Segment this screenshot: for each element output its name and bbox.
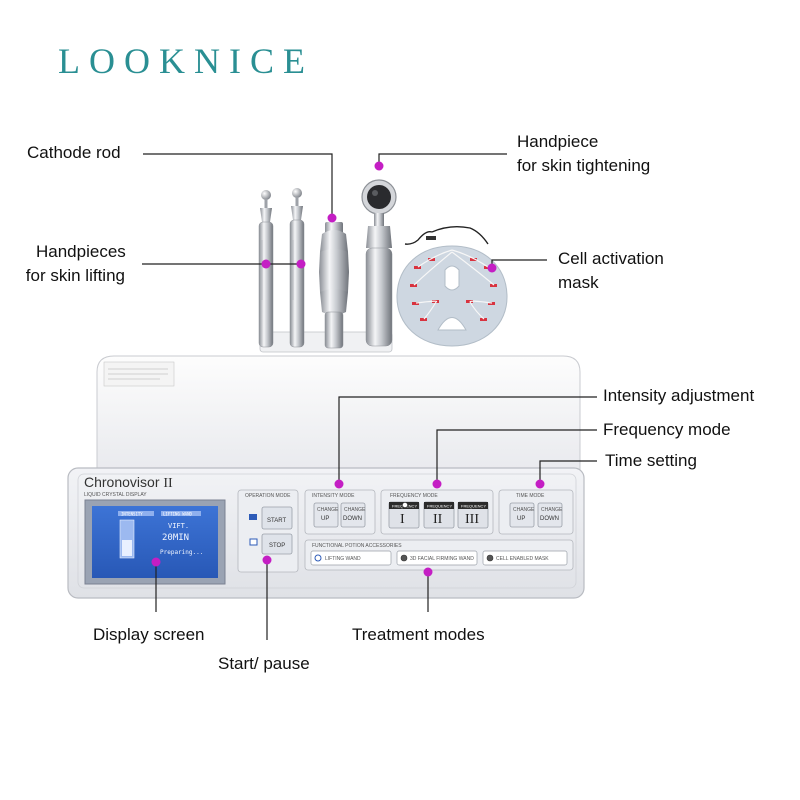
svg-text:START: START (267, 518, 286, 524)
tightening-handpiece (361, 179, 397, 347)
svg-text:FREQUENCY: FREQUENCY (427, 504, 452, 509)
accessory-lifting-wand[interactable]: LIFTING WAND (310, 550, 392, 566)
panel-operation-title: OPERATION MODE (245, 493, 291, 499)
marker-time (535, 479, 545, 489)
callout-markers (151, 161, 545, 577)
callout-lines (142, 153, 597, 640)
lifting-wand-right (289, 188, 305, 348)
lcd-time-text: 20MIN (162, 533, 189, 543)
time-up-button[interactable]: CHANGE UP (509, 502, 535, 528)
label-time-setting: Time setting (605, 451, 697, 470)
svg-text:STOP: STOP (269, 543, 285, 549)
stop-button[interactable]: STOP (261, 533, 293, 555)
svg-text:DOWN: DOWN (343, 516, 362, 522)
svg-text:II: II (433, 512, 443, 527)
label-intensity-adjustment: Intensity adjustment (603, 386, 755, 405)
accessory-cell-mask[interactable]: CELL ENABLED MASK (482, 550, 568, 566)
lifting-wand-left (258, 190, 274, 348)
lcd-display: INTENSITY LIFTING WAND VIFT. 20MIN Prepa… (84, 499, 226, 585)
frequency-mode-panel: FREQUENCY MODE FREQUENCY I FREQUENCY II … (380, 489, 494, 535)
panel-lcd-title: LIQUID CRYSTAL DISPLAY (84, 492, 147, 498)
start-button[interactable]: START (261, 506, 293, 530)
lcd-mode-text: VIFT. (168, 522, 189, 530)
svg-text:CELL ENABLED MASK: CELL ENABLED MASK (496, 556, 549, 562)
brand-logo: LOOKNICE (58, 41, 314, 81)
marker-treatment (423, 567, 433, 577)
label-cathode-rod: Cathode rod (27, 143, 121, 162)
panel-frequency-title: FREQUENCY MODE (390, 493, 438, 499)
marker-cathode-rod (327, 213, 337, 223)
time-down-button[interactable]: CHANGE DOWN (537, 502, 563, 528)
marker-intensity (334, 479, 344, 489)
intensity-mode-panel: INTENSITY MODE CHANGE UP CHANGE DOWN (304, 489, 376, 535)
svg-text:CHANGE: CHANGE (541, 507, 563, 513)
operation-mode-panel: OPERATION MODE START STOP (237, 489, 299, 573)
intensity-down-button[interactable]: CHANGE DOWN (340, 502, 366, 528)
svg-text:FREQUENCY: FREQUENCY (461, 504, 486, 509)
intensity-up-button[interactable]: CHANGE UP (313, 502, 339, 528)
time-mode-panel: TIME MODE CHANGE UP CHANGE DOWN (498, 489, 574, 535)
svg-text:UP: UP (321, 516, 329, 522)
marker-mask (487, 263, 497, 273)
frequency-led (402, 502, 408, 508)
marker-lifting-left (261, 259, 271, 269)
label-handpieces-lifting: Handpieces for skin lifting (25, 242, 126, 285)
label-handpiece-tightening: Handpiece for skin tightening (517, 132, 651, 175)
panel-intensity-title: INTENSITY MODE (312, 493, 355, 499)
accessories-panel: FUNCTIONAL POTION ACCESSORIES LIFTING WA… (304, 539, 574, 571)
marker-lifting-right (296, 259, 306, 269)
cell-activation-mask (396, 225, 508, 347)
marker-tightening (374, 161, 384, 171)
model-name: Chronovisor II (84, 474, 173, 491)
start-indicator (249, 514, 257, 520)
panel-time-title: TIME MODE (516, 493, 545, 499)
label-start-pause: Start/ pause (218, 654, 310, 673)
svg-text:LIFTING WAND: LIFTING WAND (325, 556, 361, 562)
lcd-intensity-label: INTENSITY (121, 512, 143, 517)
lcd-status-text: Preparing... (160, 549, 203, 556)
frequency-2-button[interactable]: FREQUENCY II (423, 501, 455, 529)
marker-frequency (432, 479, 442, 489)
panel-functional-title: FUNCTIONAL POTION ACCESSORIES (312, 543, 402, 549)
svg-text:DOWN: DOWN (540, 516, 559, 522)
svg-text:CHANGE: CHANGE (317, 507, 339, 513)
marker-display (151, 557, 161, 567)
cathode-rod (319, 222, 349, 349)
label-treatment-modes: Treatment modes (352, 625, 485, 644)
svg-text:CHANGE: CHANGE (513, 507, 535, 513)
label-frequency-mode: Frequency mode (603, 420, 731, 439)
svg-text:3D FACIAL FIRMING WAND: 3D FACIAL FIRMING WAND (410, 556, 474, 562)
label-cell-activation-mask: Cell activation mask (558, 249, 664, 292)
label-display-screen: Display screen (93, 625, 205, 644)
svg-text:III: III (465, 512, 479, 527)
marker-start-pause (262, 555, 272, 565)
svg-text:CHANGE: CHANGE (344, 507, 366, 513)
accessory-firming-wand[interactable]: 3D FACIAL FIRMING WAND (396, 550, 478, 566)
lcd-wand-label: LIFTING WAND (163, 512, 192, 517)
stop-indicator (249, 538, 258, 546)
svg-text:UP: UP (517, 516, 525, 522)
svg-text:I: I (400, 512, 405, 527)
frequency-3-button[interactable]: FREQUENCY III (457, 501, 489, 529)
